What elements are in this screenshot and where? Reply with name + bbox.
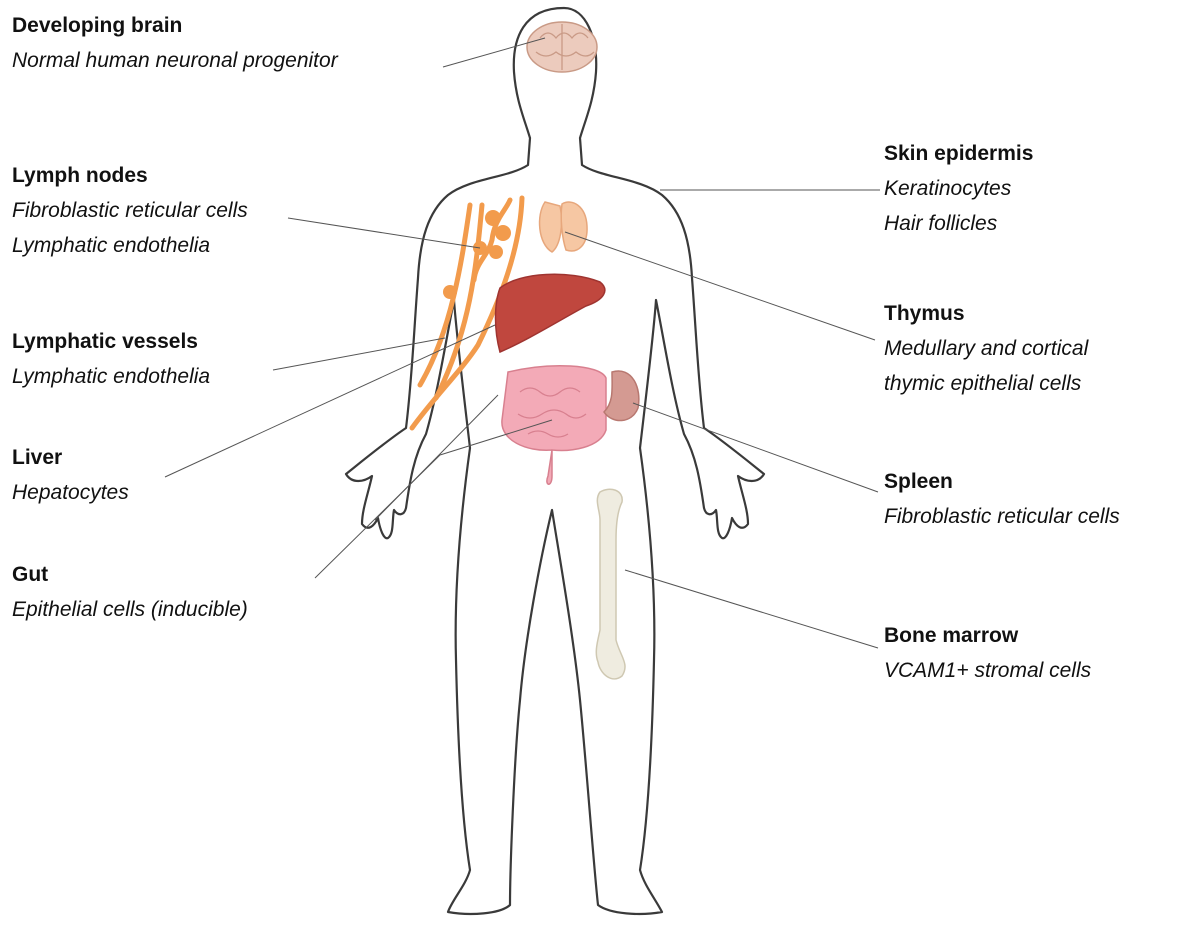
label-title: Lymphatic vessels [12, 324, 210, 359]
label-developing-brain: Developing brain Normal human neuronal p… [12, 8, 338, 78]
body-outline [346, 8, 764, 914]
label-lymph-nodes: Lymph nodes Fibroblastic reticular cells… [12, 158, 248, 263]
label-description: Fibroblastic reticular cells [884, 499, 1120, 534]
label-title: Thymus [884, 296, 1088, 331]
label-lymphatic-vessels: Lymphatic vessels Lymphatic endothelia [12, 324, 210, 394]
label-description: Normal human neuronal progenitor [12, 43, 338, 78]
leader-bone-marrow [625, 570, 878, 648]
leader-lymphatic-vessels [273, 338, 445, 370]
label-description: Lymphatic endothelia [12, 359, 210, 394]
leader-spleen [633, 403, 878, 492]
label-description: Lymphatic endothelia [12, 228, 248, 263]
label-title: Gut [12, 557, 248, 592]
label-description: Epithelial cells (inducible) [12, 592, 248, 627]
label-description: Fibroblastic reticular cells [12, 193, 248, 228]
label-gut: Gut Epithelial cells (inducible) [12, 557, 248, 627]
label-bone-marrow: Bone marrow VCAM1+ stromal cells [884, 618, 1091, 688]
label-title: Bone marrow [884, 618, 1091, 653]
label-title: Spleen [884, 464, 1120, 499]
label-liver: Liver Hepatocytes [12, 440, 129, 510]
leader-thymus [565, 232, 875, 340]
label-title: Liver [12, 440, 129, 475]
leader-liver [165, 325, 495, 477]
leader-gut-2 [315, 455, 440, 578]
femur-bone [596, 489, 625, 679]
label-skin-epidermis: Skin epidermis Keratinocytes Hair follic… [884, 136, 1033, 241]
label-description: Medullary and cortical [884, 331, 1088, 366]
leader-lymph-nodes [288, 218, 480, 248]
label-title: Developing brain [12, 8, 338, 43]
liver-organ [496, 274, 605, 352]
label-description: thymic epithelial cells [884, 366, 1088, 401]
label-description: Keratinocytes [884, 171, 1033, 206]
label-title: Skin epidermis [884, 136, 1033, 171]
intestine-organ [502, 366, 606, 485]
label-title: Lymph nodes [12, 158, 248, 193]
spleen-organ [604, 371, 639, 421]
label-description: VCAM1+ stromal cells [884, 653, 1091, 688]
label-spleen: Spleen Fibroblastic reticular cells [884, 464, 1120, 534]
label-thymus: Thymus Medullary and cortical thymic epi… [884, 296, 1088, 401]
label-description: Hepatocytes [12, 475, 129, 510]
thymus-organ [540, 202, 588, 252]
label-description: Hair follicles [884, 206, 1033, 241]
leader-lines [165, 38, 880, 648]
brain-organ [527, 22, 597, 72]
